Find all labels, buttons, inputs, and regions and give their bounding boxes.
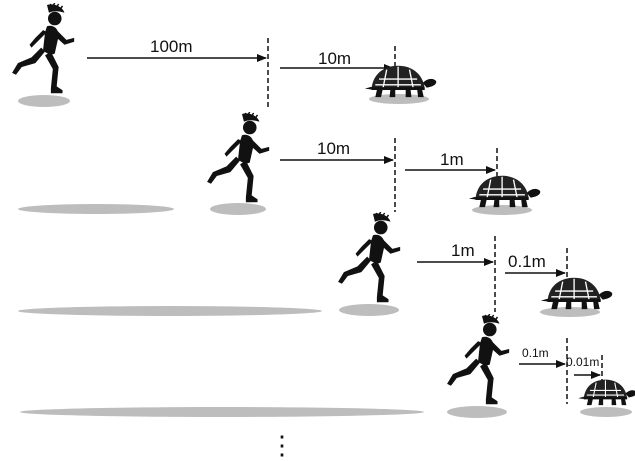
runner-icon <box>446 314 510 405</box>
tortoise-lead-label: 0.1m <box>508 252 546 271</box>
tortoise-lead-label: 1m <box>440 150 464 169</box>
continuation-ellipsis: ⋮ <box>269 430 295 460</box>
runner-shadow <box>339 304 399 316</box>
tortoise-shadow <box>540 307 600 317</box>
runners <box>11 3 510 405</box>
tortoise-icon <box>363 64 438 99</box>
runner-icon <box>206 112 270 203</box>
tortoise-lead-label: 0.01m <box>566 355 599 369</box>
runner-shadow <box>18 95 70 107</box>
tortoise-shadow <box>580 407 632 417</box>
tortoise-icon <box>577 378 635 407</box>
runner-shadow <box>210 203 266 215</box>
ground-shadows <box>18 94 632 418</box>
tortoise-icon <box>539 276 614 311</box>
tortoise-shadow <box>369 94 429 104</box>
runner-gap-label: 1m <box>451 241 475 260</box>
track-shadow <box>20 407 424 417</box>
runner-icon <box>337 212 401 303</box>
tortoise-shadow <box>472 205 532 215</box>
distance-arrows <box>87 54 601 379</box>
tortoise-lead-label: 10m <box>318 49 351 68</box>
runner-gap-label: 0.1m <box>522 346 549 360</box>
track-shadow <box>18 306 322 316</box>
track-shadow <box>18 204 174 214</box>
runner-icon <box>11 3 75 94</box>
tortoise-icon <box>467 174 542 209</box>
position-markers <box>267 38 603 404</box>
distance-labels: 100m 10m 10m 1m 1m 0.1m 0.1m 0.01m <box>150 37 599 369</box>
runner-gap-label: 100m <box>150 37 193 56</box>
runner-shadow <box>447 406 507 418</box>
runner-gap-label: 10m <box>317 139 350 158</box>
